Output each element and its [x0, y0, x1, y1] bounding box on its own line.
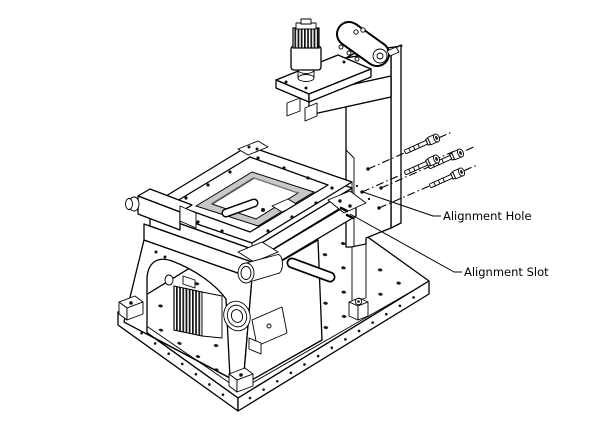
motor-heatsink-assembly	[164, 274, 223, 339]
tower-lower-post	[351, 243, 367, 303]
back-clamp-tab	[237, 140, 269, 156]
corner-bracket	[327, 190, 367, 214]
cap-screw	[404, 133, 441, 154]
alignment-hole-label: Alignment Hole	[443, 209, 532, 223]
plate-foot	[286, 97, 301, 117]
camera-heatsink-cap	[292, 27, 320, 49]
mounting-arm	[275, 54, 392, 122]
motor-knob	[164, 274, 174, 286]
alignment-slot-leader	[349, 213, 462, 273]
wedge-front-foot	[228, 367, 254, 393]
cap-screw	[404, 154, 441, 175]
callouts: Alignment Hole Alignment Slot	[349, 191, 549, 279]
saddle-clamp	[336, 21, 400, 67]
breadboard-right-side	[237, 280, 430, 412]
front-actuator	[237, 241, 283, 284]
tower-foot	[348, 297, 369, 321]
lens-connector	[248, 337, 262, 355]
cap-screws	[404, 133, 466, 188]
alignment-slot-label: Alignment Slot	[464, 265, 549, 279]
motor-connector	[182, 275, 196, 289]
cap-screw	[428, 148, 465, 169]
wedge-left-foot	[118, 295, 144, 321]
cap-screw	[429, 167, 466, 188]
alignment-hole-leader	[362, 191, 441, 217]
camera-head	[290, 18, 322, 82]
alignment-slots	[339, 206, 355, 220]
carry-handle	[286, 257, 336, 283]
camera-body	[290, 45, 322, 71]
camera-mount-plate	[275, 54, 372, 122]
xy-stage	[125, 140, 367, 284]
motor-body	[201, 291, 223, 339]
heatsink-fins	[173, 285, 203, 337]
lens-camera-box	[251, 306, 288, 347]
objective-lens-assembly	[223, 300, 288, 355]
plate-foot	[304, 102, 318, 122]
left-actuator	[125, 188, 197, 231]
